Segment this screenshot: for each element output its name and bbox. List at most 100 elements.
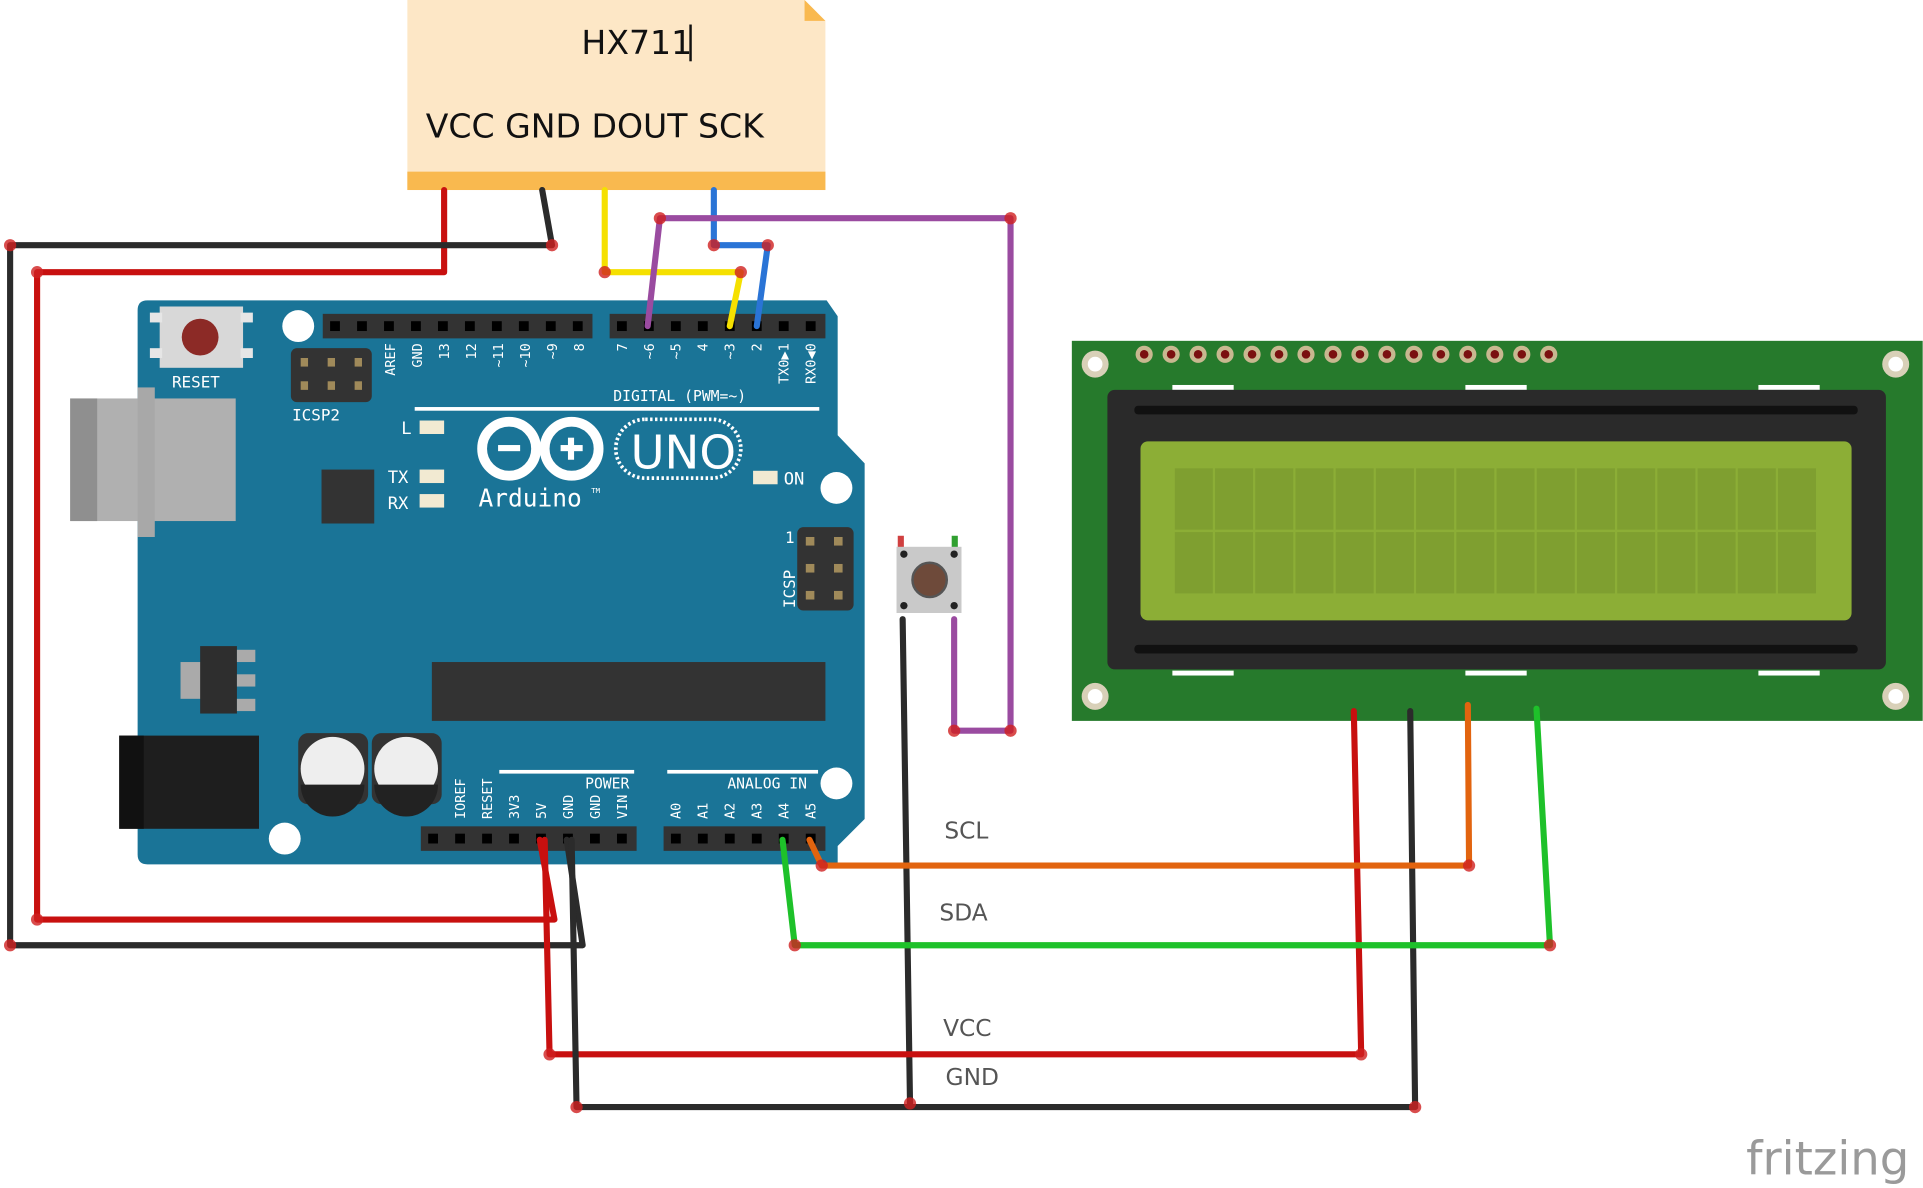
label-sda: SDA: [939, 900, 987, 927]
pin-label: VIN: [615, 795, 631, 819]
pin-label: RESET: [480, 778, 496, 819]
wire-hx711-vcc[interactable]: [34, 186, 558, 923]
lcd-cell: [1617, 532, 1656, 594]
header-pin[interactable]: [464, 321, 475, 332]
hx711-note[interactable]: HX711 VCC GND DOUT SCK: [407, 0, 826, 191]
lcd-pin[interactable]: [1135, 345, 1153, 363]
lcd-cell: [1576, 468, 1615, 530]
header-pin[interactable]: [491, 321, 502, 332]
wire-hx711-gnd[interactable]: [7, 186, 586, 949]
led-tx-label: TX: [388, 468, 409, 488]
pin-label: AREF: [383, 343, 399, 375]
lcd-cell: [1416, 532, 1455, 594]
header-pin[interactable]: [572, 321, 583, 332]
lcd-cell: [1536, 532, 1575, 594]
header-pin[interactable]: [590, 833, 600, 844]
pin-label: A0: [669, 803, 685, 819]
digital-label: DIGITAL (PWM=~): [613, 388, 746, 405]
header-pin[interactable]: [482, 833, 492, 844]
lcd-cell: [1657, 468, 1696, 530]
wire-button-signal[interactable]: [644, 215, 1014, 734]
header-pin[interactable]: [509, 833, 519, 844]
pin-label: A1: [696, 803, 712, 819]
label-gnd: GND: [946, 1064, 999, 1091]
power-header: [420, 826, 637, 851]
led-l: [419, 420, 445, 435]
lcd-pin[interactable]: [1459, 345, 1477, 363]
wire-hx711-dout[interactable]: [601, 186, 744, 330]
power-label: POWER: [585, 775, 629, 792]
wire-lcd-sda[interactable]: [779, 705, 1554, 949]
lcd-cell: [1255, 532, 1294, 594]
lcd-cell: [1536, 468, 1575, 530]
header-pin[interactable]: [518, 321, 529, 332]
wire-button-gnd[interactable]: [899, 616, 914, 1107]
text-cursor: [689, 24, 692, 62]
lcd-pin[interactable]: [1162, 345, 1180, 363]
pin-label: A2: [723, 803, 739, 819]
lcd-cell: [1456, 532, 1495, 594]
microcontroller-chip: [431, 662, 826, 721]
pin-label: TX0▶1: [777, 343, 793, 384]
lcd-pin[interactable]: [1405, 345, 1423, 363]
lcd-cell: [1456, 468, 1495, 530]
header-pin[interactable]: [437, 321, 448, 332]
lcd-16x2-display[interactable]: [1071, 340, 1923, 721]
header-pin[interactable]: [545, 321, 556, 332]
wire-lcd-scl[interactable]: [806, 701, 1473, 869]
lcd-pin[interactable]: [1486, 345, 1504, 363]
header-pin[interactable]: [697, 321, 708, 332]
pin-label: ~11: [491, 343, 507, 367]
label-vcc: VCC: [943, 1015, 991, 1042]
icsp-header: [797, 527, 854, 611]
lcd-pin[interactable]: [1540, 345, 1558, 363]
wire-lcd-gnd[interactable]: [568, 708, 1419, 1111]
lcd-cell: [1416, 468, 1455, 530]
icsp-pin1-label: 1: [785, 528, 795, 547]
led-tx: [419, 469, 445, 484]
lcd-pin[interactable]: [1351, 345, 1369, 363]
analog-label: ANALOG IN: [727, 775, 807, 792]
lcd-pin[interactable]: [1297, 345, 1315, 363]
voltage-regulator: [180, 646, 256, 714]
header-pin[interactable]: [411, 321, 421, 332]
header-pin[interactable]: [670, 833, 681, 844]
header-pin[interactable]: [805, 321, 816, 332]
arduino-uno-board[interactable]: RESET ICSP2 DIGITAL (PWM=~) L TX RX ON: [70, 300, 865, 865]
header-pin[interactable]: [670, 321, 681, 332]
header-pin[interactable]: [428, 833, 438, 844]
header-pin[interactable]: [751, 833, 762, 844]
lcd-cell: [1697, 532, 1736, 594]
note-title: HX711: [581, 23, 692, 62]
lcd-pin[interactable]: [1189, 345, 1207, 363]
lcd-pin[interactable]: [1216, 345, 1234, 363]
header-pin[interactable]: [330, 321, 340, 332]
lcd-cell: [1174, 532, 1213, 594]
wire-lcd-vcc[interactable]: [541, 708, 1365, 1058]
header-pin[interactable]: [697, 833, 708, 844]
pin-label: 4: [696, 343, 712, 351]
pin-label: GND: [410, 343, 426, 367]
header-pin[interactable]: [724, 833, 735, 844]
header-pin[interactable]: [384, 321, 394, 332]
lcd-pin[interactable]: [1513, 345, 1531, 363]
lcd-pin[interactable]: [1243, 345, 1261, 363]
header-pin[interactable]: [778, 321, 789, 332]
lcd-pin[interactable]: [1270, 345, 1288, 363]
pin-label: A5: [804, 803, 820, 819]
header-pin[interactable]: [357, 321, 367, 332]
header-pin[interactable]: [616, 833, 627, 844]
pin-label: IOREF: [453, 778, 469, 819]
lcd-screen: [1140, 441, 1852, 621]
lcd-pin[interactable]: [1378, 345, 1396, 363]
lcd-pin[interactable]: [1324, 345, 1342, 363]
lcd-cell: [1375, 468, 1414, 530]
header-pin[interactable]: [616, 321, 627, 332]
pin-label: 7: [615, 343, 631, 351]
reset-button[interactable]: [149, 306, 253, 368]
push-button[interactable]: [896, 535, 962, 614]
header-pin[interactable]: [455, 833, 465, 844]
analog-header: [663, 826, 826, 851]
lcd-pin[interactable]: [1432, 345, 1450, 363]
pin-label: GND: [561, 795, 577, 819]
